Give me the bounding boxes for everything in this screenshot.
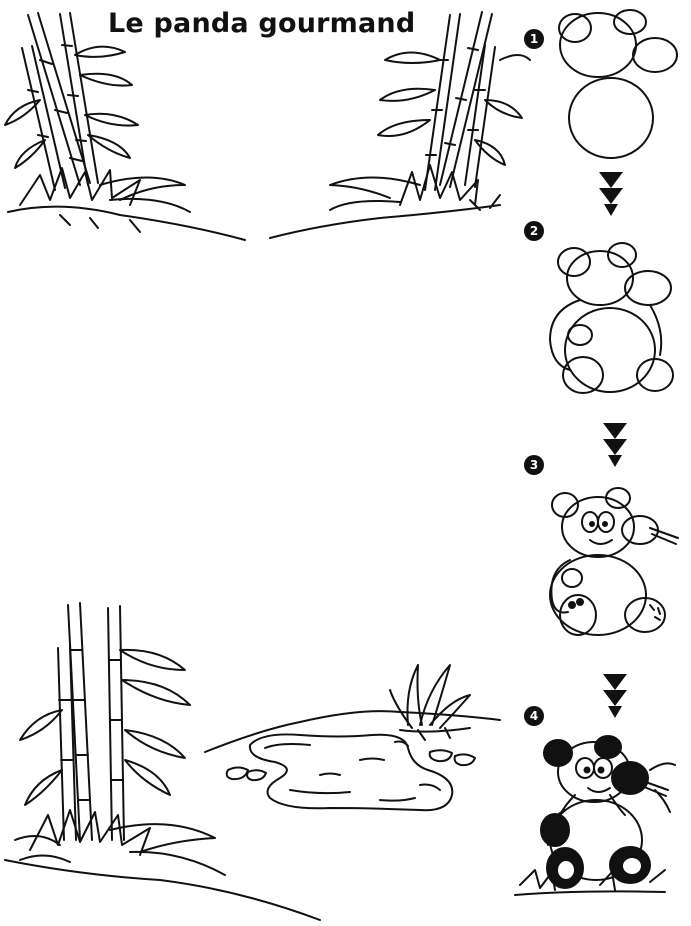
panda-step-2 (549, 242, 674, 394)
bamboo-grove-top-right (269, 11, 531, 239)
step-number-4: 4 (524, 706, 544, 726)
panda-step-3 (549, 487, 679, 636)
step-number-3: 3 (524, 455, 544, 475)
panda-step-1 (558, 9, 678, 159)
down-arrow-3 (603, 674, 627, 718)
bamboo-grove-bottom-left (4, 602, 321, 921)
pond (204, 664, 501, 812)
down-arrow-1 (599, 172, 623, 216)
bamboo-grove-top-left (4, 12, 246, 241)
page-title: Le panda gourmand (108, 8, 416, 39)
step-number-2: 2 (524, 221, 544, 241)
down-arrow-2 (603, 423, 627, 467)
step-number-1: 1 (524, 29, 544, 49)
panda-step-4 (514, 735, 676, 896)
